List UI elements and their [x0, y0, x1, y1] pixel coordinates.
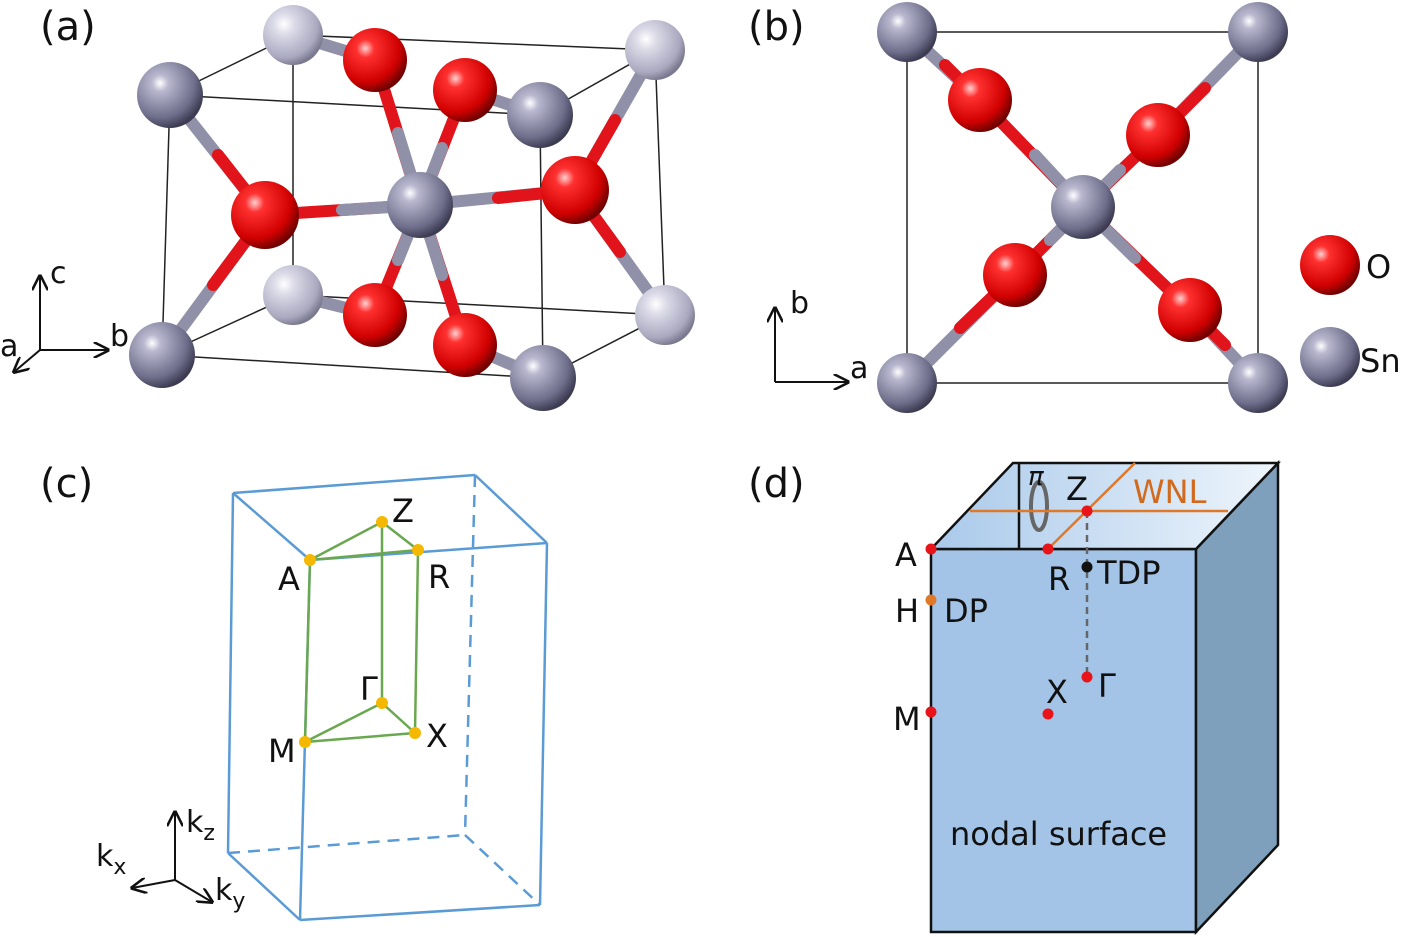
pi-label: π: [1028, 462, 1044, 492]
point-m: [925, 706, 937, 718]
point-r-label: R: [428, 558, 450, 596]
label-r: R: [1048, 560, 1070, 598]
wnl-lines: [970, 462, 1228, 550]
label-h: H: [895, 592, 919, 630]
o-atom: [343, 283, 407, 347]
axes-a: [14, 276, 108, 372]
o-atom: [343, 28, 407, 92]
sn-atom: [1228, 353, 1288, 413]
legend-o-label: O: [1366, 248, 1391, 286]
point-x-label: X: [426, 717, 448, 755]
sn-atom: [129, 322, 195, 388]
axes-b: [775, 308, 848, 382]
label-x: X: [1046, 673, 1068, 711]
axis-a-label: a: [850, 351, 868, 386]
point-h: [925, 594, 937, 606]
unit-cell-b: [906, 31, 1259, 384]
sn-atom: [507, 82, 573, 148]
point-x: [1042, 708, 1054, 720]
panel-a-label: (a): [40, 4, 96, 50]
point-z: [1081, 505, 1093, 517]
label-m: M: [893, 700, 921, 738]
k-axes: [132, 812, 212, 902]
kx-label: kx: [96, 839, 126, 880]
label-wnl: WNL: [1133, 473, 1207, 511]
sn-atom-center: [387, 172, 453, 238]
point-gamma: [1081, 671, 1093, 683]
point-tdp: [1081, 561, 1093, 573]
label-gamma: Γ: [1098, 667, 1116, 705]
sn-atom: [263, 5, 323, 65]
bz-path: [303, 520, 420, 744]
sn-atom: [1228, 2, 1288, 62]
sn-atom: [635, 285, 695, 345]
point-a-label: A: [278, 560, 300, 598]
label-dp: DP: [944, 592, 988, 630]
legend-sn-swatch: [1300, 327, 1360, 387]
sn-atom: [877, 2, 937, 62]
sn-atom: [137, 62, 203, 128]
o-atom: [541, 156, 609, 224]
label-nodal-surface: nodal surface: [950, 815, 1167, 853]
sn-atom: [263, 265, 323, 325]
brillouin-zone: [226, 473, 549, 922]
bz-points: [299, 516, 424, 748]
pi-loop: [1029, 480, 1049, 532]
kz-label: kz: [186, 805, 215, 846]
panel-b: (b): [748, 2, 1401, 413]
legend-sn-label: Sn: [1360, 342, 1401, 380]
panel-d: (d) π Z WNL A R TDP H DP M X: [748, 459, 1281, 936]
panel-b-label: (b): [748, 4, 805, 50]
axis-b-label: b: [110, 319, 129, 354]
o-atom: [948, 68, 1012, 132]
o-atom: [1158, 278, 1222, 342]
label-z: Z: [1066, 470, 1088, 508]
panel-c: (c): [40, 461, 549, 922]
point-r: [1042, 543, 1054, 555]
panel-d-label: (d): [748, 461, 805, 507]
point-gamma-label: Γ: [360, 670, 378, 708]
point-z-label: Z: [392, 492, 414, 530]
axis-c-label: c: [50, 256, 67, 291]
sn-atom-center: [1051, 175, 1115, 239]
o-atom: [433, 313, 497, 377]
panel-a: (a): [0, 4, 695, 411]
o-atom: [433, 58, 497, 122]
legend: O Sn: [1300, 235, 1401, 387]
ky-label: ky: [215, 873, 245, 914]
sn-atom: [510, 345, 576, 411]
legend-o-swatch: [1300, 235, 1360, 295]
label-tdp: TDP: [1096, 554, 1160, 592]
panel-c-label: (c): [40, 461, 93, 507]
axis-b-label: b: [790, 286, 809, 321]
sn-atom: [877, 353, 937, 413]
point-a: [925, 543, 937, 555]
o-atom: [231, 181, 299, 249]
o-atom: [1126, 103, 1190, 167]
axis-a-label: a: [0, 329, 18, 364]
label-a: A: [895, 536, 917, 574]
point-m-label: M: [268, 732, 296, 770]
sn-atom: [625, 20, 685, 80]
o-atom: [983, 243, 1047, 307]
